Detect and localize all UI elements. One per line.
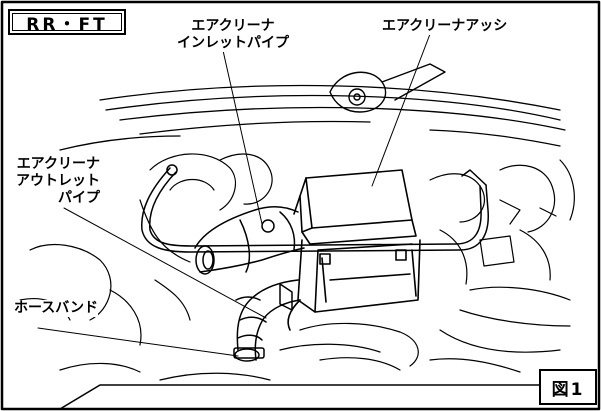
callout-outlet-pipe: エアクリーナ アウトレット パイプ — [16, 156, 100, 207]
callout-outlet-pipe-line3: パイプ — [58, 190, 100, 206]
inlet-pipe-shape — [194, 206, 305, 275]
view-direction-box: RR・FT — [8, 9, 126, 35]
callout-air-cleaner-assy: エアクリーナアッシ — [382, 18, 508, 35]
figure-number: 図1 — [539, 369, 597, 405]
outlet-pipe-shape — [233, 279, 301, 362]
cowl-lines — [59, 84, 566, 151]
top-bracket — [329, 63, 446, 113]
callout-intake-pipe: エアクリーナ インレットパイプ — [177, 18, 289, 52]
callout-intake-pipe-line2: インレットパイプ — [177, 35, 289, 51]
pipe-line — [141, 164, 489, 253]
air-cleaner-box — [287, 169, 421, 331]
bottom-components — [59, 322, 521, 381]
callout-outlet-pipe-line2: アウトレット — [16, 173, 100, 189]
right-components — [429, 159, 575, 353]
callout-intake-pipe-line1: エアクリーナ — [191, 18, 275, 34]
leader-lines — [37, 33, 431, 357]
view-direction-label: RR・FT — [12, 13, 122, 35]
callout-hose-band: ホースバンド — [14, 300, 98, 317]
callout-outlet-pipe-line1: エアクリーナ — [16, 156, 100, 172]
bottom-cover — [59, 384, 541, 410]
